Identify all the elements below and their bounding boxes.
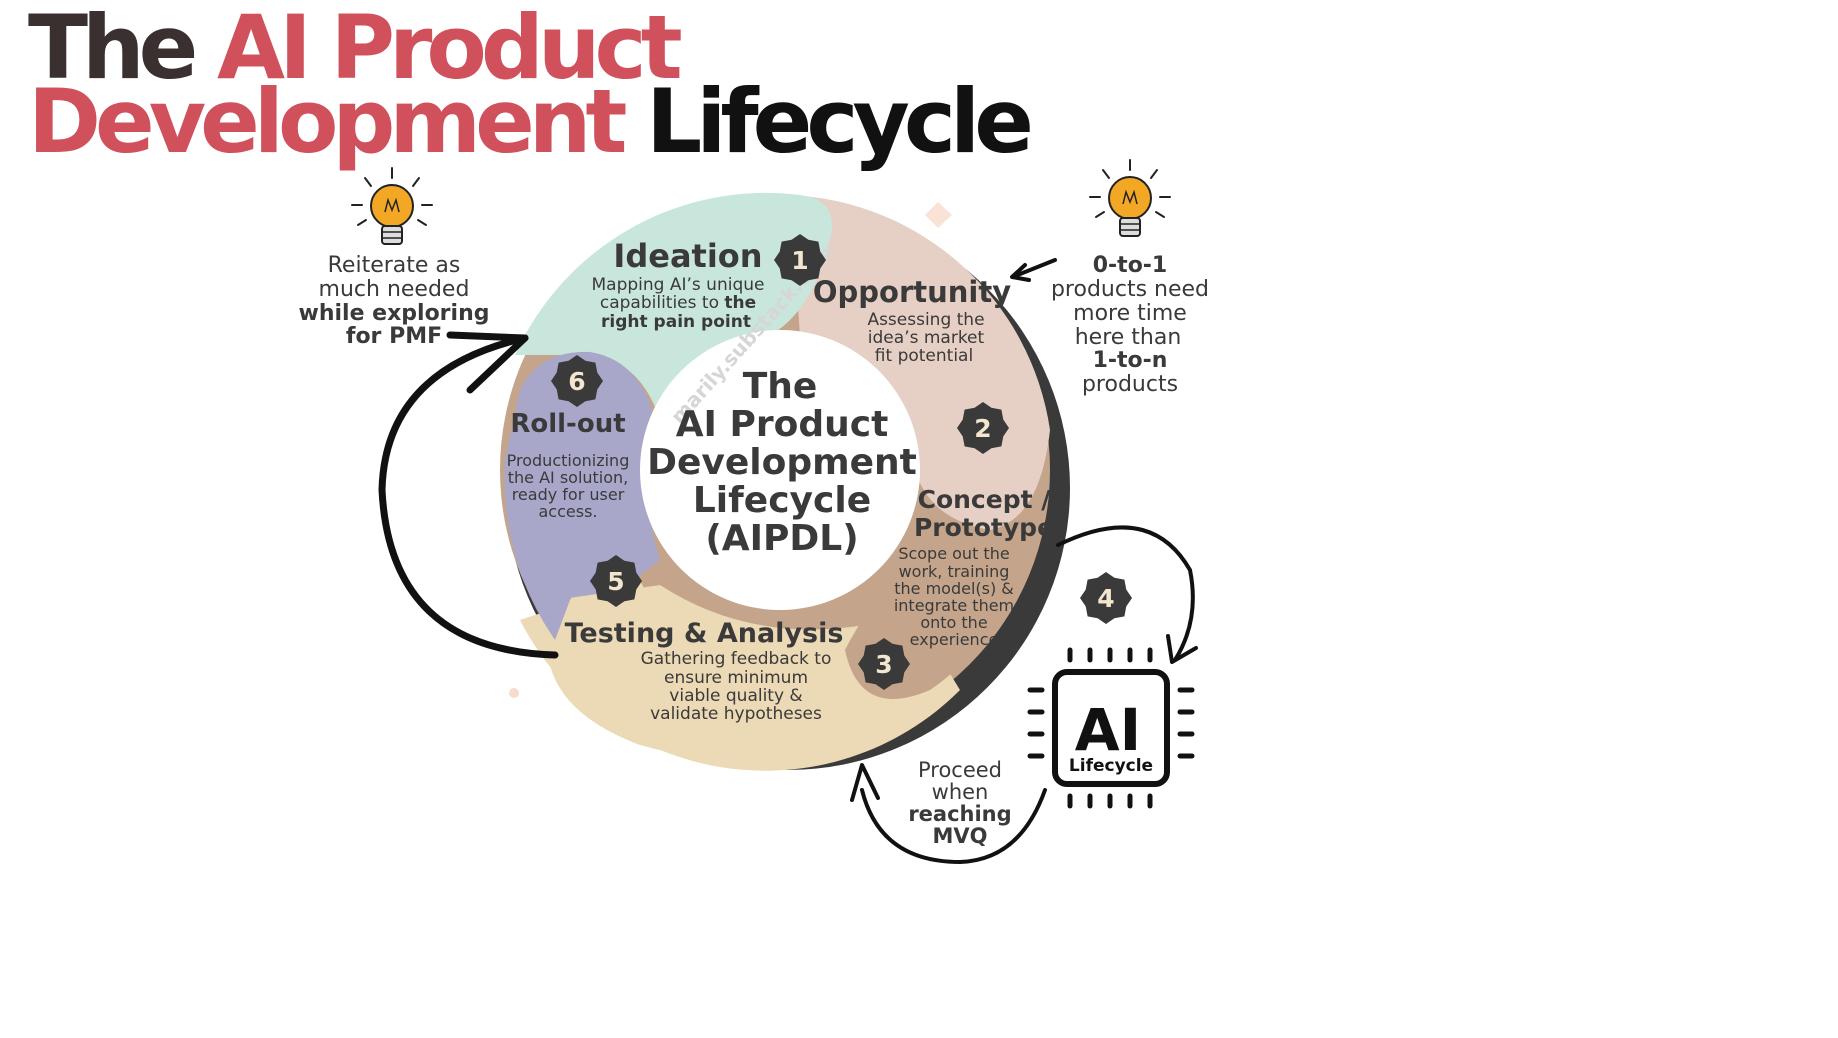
page-title-line1: The AI Product — [28, 0, 682, 99]
svg-text:(AIPDL): (AIPDL) — [705, 518, 858, 559]
stage-concept: Concept / Prototype Scope out the work, … — [894, 485, 1054, 649]
svg-text:validate hypotheses: validate hypotheses — [650, 704, 822, 724]
svg-text:here than: here than — [1075, 325, 1182, 350]
svg-text:AI Product: AI Product — [676, 404, 889, 445]
svg-text:the AI solution,: the AI solution, — [508, 468, 629, 487]
stage-badge-number: 3 — [875, 650, 892, 679]
svg-text:integrate them: integrate them — [894, 596, 1014, 615]
chip-sublabel: Lifecycle — [1069, 756, 1153, 776]
svg-text:Lifecycle: Lifecycle — [693, 480, 871, 521]
svg-text:when: when — [932, 780, 989, 804]
stage-testing-title: Testing & Analysis — [565, 618, 844, 649]
svg-text:1-to-n: 1-to-n — [1093, 348, 1168, 373]
lightbulb-icon-left — [351, 167, 433, 245]
svg-text:right pain point: right pain point — [601, 312, 751, 332]
lightbulb-icon-right — [1089, 159, 1171, 237]
proceed-arrow — [860, 788, 1047, 865]
lifecycle-wheel — [500, 192, 1070, 771]
svg-text:The: The — [743, 366, 818, 407]
svg-text:the model(s) &: the model(s) & — [894, 579, 1014, 598]
svg-text:ready for user: ready for user — [512, 485, 625, 504]
svg-text:Prototype: Prototype — [914, 513, 1054, 542]
svg-text:Productionizing: Productionizing — [507, 451, 630, 470]
reiterate-arrow-head — [446, 331, 529, 394]
stage-opportunity-title: Opportunity — [813, 275, 1011, 309]
svg-text:much needed: much needed — [319, 277, 470, 302]
svg-text:Reiterate as: Reiterate as — [328, 253, 461, 278]
stage-badge-3: 3 — [858, 638, 910, 690]
stage-badge-number: 6 — [568, 367, 585, 396]
svg-text:reaching: reaching — [908, 802, 1011, 826]
svg-text:0-to-1: 0-to-1 — [1093, 253, 1168, 278]
page-title-line2: Development Lifecycle — [28, 70, 1030, 173]
svg-text:access.: access. — [539, 502, 598, 521]
svg-text:capabilities to the: capabilities to the — [600, 293, 756, 313]
opportunity-pointer-arrow — [1013, 258, 1057, 278]
stage-badge-6: 6 — [551, 355, 603, 407]
svg-text:for PMF: for PMF — [346, 324, 442, 349]
stage-badge-number: 5 — [607, 567, 624, 596]
svg-text:onto the: onto the — [920, 613, 987, 632]
svg-text:fit potential: fit potential — [875, 346, 973, 366]
stage-concept-title: Concept / — [918, 485, 1052, 514]
to-ai-lifecycle-arrow — [1056, 525, 1195, 662]
svg-text:Assessing the: Assessing the — [867, 310, 984, 330]
svg-text:experience: experience — [910, 630, 999, 649]
svg-text:work, training: work, training — [899, 562, 1010, 581]
proceed-note: Proceed when reaching MVQ — [908, 758, 1011, 848]
svg-text:idea’s market: idea’s market — [868, 328, 985, 348]
stage-ideation: Ideation Mapping AI’s unique capabilitie… — [592, 237, 765, 332]
svg-text:Development: Development — [647, 442, 917, 483]
segment-ideation — [515, 192, 832, 420]
svg-text:Gathering feedback to: Gathering feedback to — [641, 649, 832, 669]
zero-to-one-note: 0-to-1 products need more time here than… — [1051, 253, 1209, 397]
wheel-center — [640, 330, 920, 610]
svg-text:Scope out the: Scope out the — [898, 544, 1009, 563]
stage-badge-5: 5 — [590, 555, 642, 607]
stage-badges: 1 2 3 4 5 6 — [551, 234, 1132, 690]
stage-opportunity: Opportunity Assessing the idea’s market … — [813, 275, 1011, 366]
stage-ideation-title: Ideation — [613, 237, 762, 275]
svg-text:MVQ: MVQ — [932, 824, 987, 848]
stage-badge-number: 1 — [791, 246, 808, 275]
reiterate-arrow — [378, 334, 559, 659]
stage-testing: Testing & Analysis Gathering feedback to… — [565, 618, 844, 724]
center-title: The AI Product Development Lifecycle (AI… — [647, 366, 917, 559]
stage-badge-2: 2 — [957, 402, 1009, 454]
ai-chip-icon: AI Lifecycle — [1027, 647, 1195, 809]
reiterate-note: Reiterate as much needed while exploring… — [299, 253, 490, 349]
stage-badge-1: 1 — [774, 234, 826, 286]
svg-text:products: products — [1082, 372, 1178, 397]
stage-rollout-title: Roll-out — [510, 409, 625, 439]
svg-text:while exploring: while exploring — [299, 301, 490, 326]
svg-text:more time: more time — [1073, 301, 1187, 326]
svg-text:viable quality &: viable quality & — [669, 686, 802, 706]
chip-label: AI — [1075, 696, 1141, 764]
stage-rollout: Roll-out Productionizing the AI solution… — [507, 409, 630, 521]
svg-text:Mapping AI’s unique: Mapping AI’s unique — [592, 275, 765, 295]
stage-badge-number: 4 — [1097, 584, 1114, 613]
svg-text:ensure minimum: ensure minimum — [664, 668, 808, 688]
svg-text:Proceed: Proceed — [918, 758, 1002, 782]
stage-badge-4: 4 — [1080, 572, 1132, 624]
stage-badge-number: 2 — [974, 414, 991, 443]
svg-text:products need: products need — [1051, 277, 1209, 302]
